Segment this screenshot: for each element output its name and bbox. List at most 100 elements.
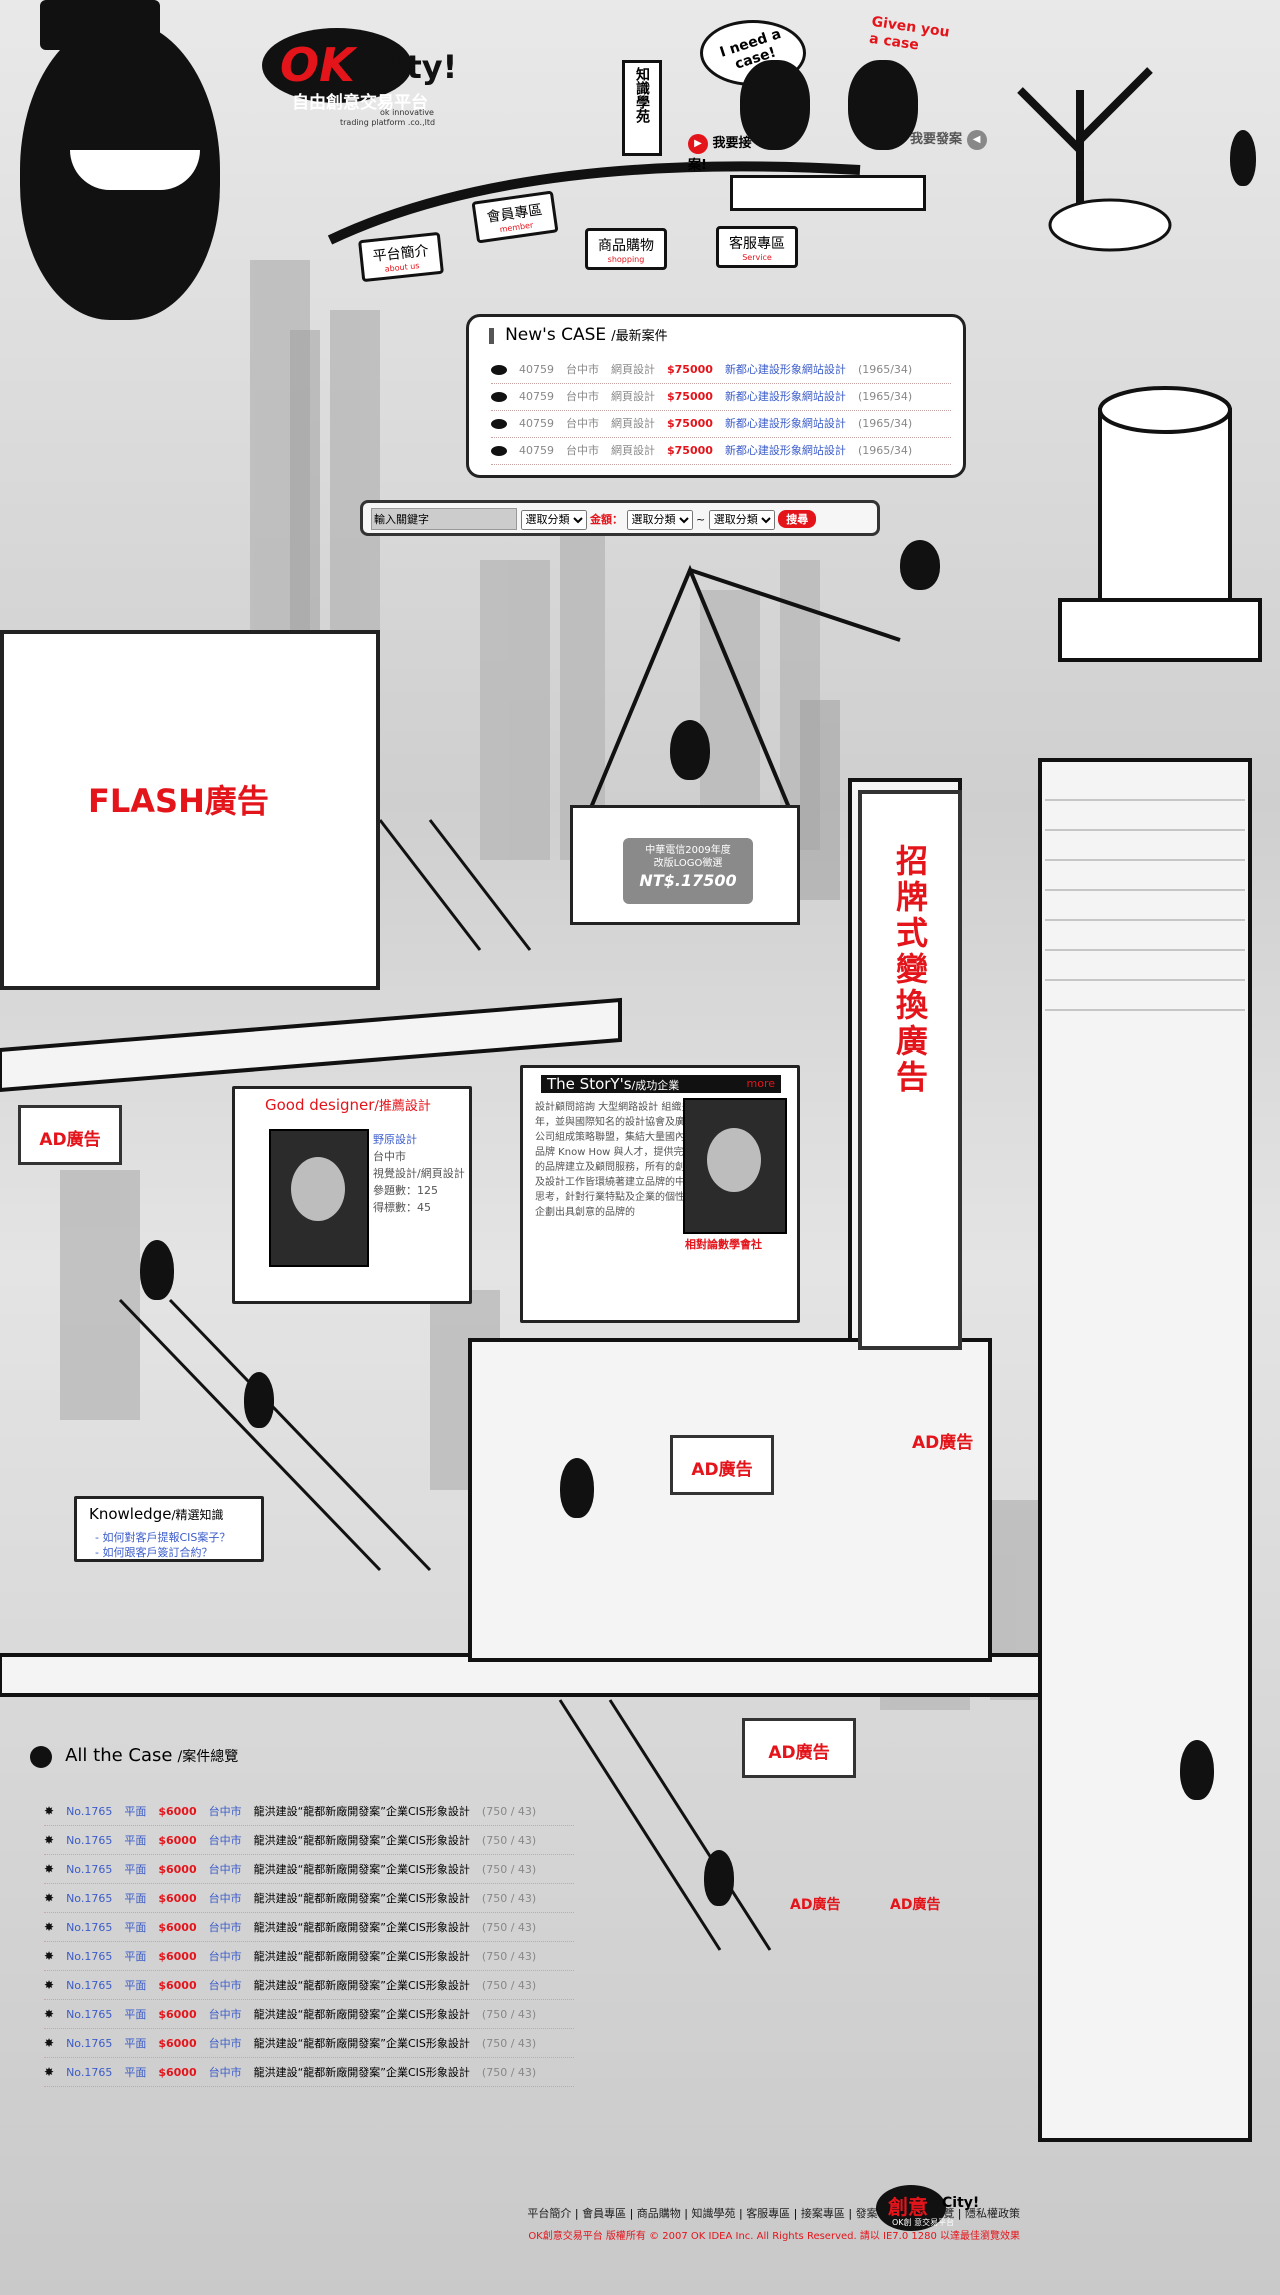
footer-link[interactable]: 會員專區 xyxy=(582,2207,627,2220)
all-case-subtitle: /案件總覽 xyxy=(177,1749,239,1765)
footer-link[interactable]: 隱私權政策 xyxy=(965,2207,1020,2220)
billboard-line2: 改版LOGO徵選 xyxy=(653,858,723,869)
star-icon: ✸ xyxy=(44,1833,55,1847)
vertical-ad-label: 招牌式變換廣告 xyxy=(891,844,929,1096)
ad-banner-left[interactable]: AD廣告 xyxy=(18,1105,122,1165)
knowledge-header: Knowledge/精選知識 xyxy=(89,1505,224,1523)
footer-logo-text: 創意 xyxy=(888,2195,928,2219)
footer-link[interactable]: 平台簡介 xyxy=(527,2207,572,2220)
characters-top xyxy=(740,60,810,150)
play-icon: ▶ xyxy=(688,133,708,154)
flash-ad-banner[interactable]: FLASH廣告 xyxy=(0,630,380,990)
star-icon: ✸ xyxy=(44,1862,55,1876)
news-case-header: New's CASE /最新案件 xyxy=(489,325,668,345)
star-icon: ✸ xyxy=(44,1804,55,1818)
speech-bubble-icon xyxy=(491,419,507,429)
footer-logo[interactable]: 創意 City! OK創 意交易平台 xyxy=(876,2185,986,2235)
good-designer-board[interactable]: Good designer/推薦設計 野原設計 台中市 視覺設計/網頁設計 參題… xyxy=(232,1086,472,1304)
knowledge-flag[interactable]: 知識學苑 xyxy=(622,60,662,156)
character xyxy=(900,540,940,590)
ad-banner-shop[interactable]: AD廣告 xyxy=(670,1435,774,1495)
logo-tagline: 自由創意交易平台 xyxy=(292,93,428,113)
knowledge-q2[interactable]: - 如何跟客戶簽訂合約？ xyxy=(95,1546,213,1559)
post-case-label: 我要接案! xyxy=(688,136,752,173)
nav-shopping-label: 商品購物 xyxy=(598,238,654,254)
ad-banner-right[interactable]: AD廣告 xyxy=(912,1433,974,1453)
billboard-line1: 中華電信2009年度 xyxy=(645,845,731,856)
ad-banner-lower-right[interactable]: AD廣告 xyxy=(890,1897,941,1913)
story-board[interactable]: The StorY's/成功企業 more 設計顧問諮詢 大型網路設計 組織多年… xyxy=(520,1065,800,1323)
platform-sign xyxy=(730,175,926,211)
nav-service-label: 客服專區 xyxy=(729,236,785,252)
nav-shopping-sub: shopping xyxy=(607,255,645,264)
story-photo[interactable] xyxy=(683,1098,787,1234)
magnifier-icon xyxy=(30,1745,52,1768)
vertical-ad-banner[interactable]: 招牌式變換廣告 xyxy=(858,790,962,1350)
nav-service[interactable]: 客服專區 Service xyxy=(716,226,798,268)
character xyxy=(670,720,710,780)
category-select[interactable]: 選取分類 xyxy=(520,509,587,530)
character xyxy=(1180,1740,1214,1800)
footer-link[interactable]: 商品購物 xyxy=(636,2207,681,2220)
give-case-button[interactable]: 我要發案 ◀ xyxy=(910,128,990,162)
crane-billboard[interactable]: 中華電信2009年度 改版LOGO徵選 NT$.17500 xyxy=(570,805,800,925)
mascot-smile xyxy=(70,150,200,190)
nav-service-sub: Service xyxy=(742,253,772,262)
knowledge-q1[interactable]: - 如何對客戶提報CIS案子？ xyxy=(95,1531,231,1544)
nav-about[interactable]: 平台簡介 about us xyxy=(358,231,444,283)
all-case-header: All the Case /案件總覽 xyxy=(30,1745,238,1768)
speech-bubble-icon xyxy=(491,392,507,402)
site-logo[interactable]: OK City! 自由創意交易平台 ok innovative trading … xyxy=(262,28,492,128)
character xyxy=(560,1458,594,1518)
footer-logo-city: City! xyxy=(942,2195,980,2211)
footer-link[interactable]: 接案專區 xyxy=(800,2207,845,2220)
footer-logo-sub: OK創 意交易平台 xyxy=(892,2218,955,2227)
star-icon: ✸ xyxy=(44,1978,55,1992)
news-case-title: New's CASE xyxy=(505,325,607,345)
star-icon: ✸ xyxy=(44,1891,55,1905)
character xyxy=(704,1850,734,1906)
story-text: 設計顧問諮詢 大型網路設計 組織多年，並與國際知名的設計協會及廣告公司組成策略聯… xyxy=(535,1102,695,1218)
story-header: The StorY's/成功企業 more xyxy=(541,1075,781,1093)
designer-name[interactable]: 野原設計 xyxy=(373,1133,417,1146)
billboard-panel: 中華電信2009年度 改版LOGO徵選 NT$.17500 xyxy=(623,838,753,904)
keyword-input[interactable] xyxy=(371,508,517,530)
story-more-link[interactable]: more xyxy=(746,1077,776,1090)
star-icon: ✸ xyxy=(44,1920,55,1934)
star-icon: ✸ xyxy=(44,2036,55,2050)
nav-shopping[interactable]: 商品購物 shopping xyxy=(585,228,667,270)
ad-banner-lower-left[interactable]: AD廣告 xyxy=(790,1897,841,1913)
search-bar: 選取分類 金額： 選取分類 ~ 選取分類 搜尋 xyxy=(360,500,880,536)
star-icon: ✸ xyxy=(44,2007,55,2021)
designer-photo[interactable] xyxy=(269,1129,369,1267)
post-case-button[interactable]: ▶ 我要接案! xyxy=(688,132,768,173)
speech-bubble-icon xyxy=(491,446,507,456)
footer-link[interactable]: 客服專區 xyxy=(746,2207,791,2220)
mascot-hat xyxy=(40,0,160,50)
search-button[interactable]: 搜尋 xyxy=(778,510,817,528)
amount-from-select[interactable]: 選取分類 xyxy=(626,509,693,530)
knowledge-board[interactable]: Knowledge/精選知識 - 如何對客戶提報CIS案子？ - 如何跟客戶簽訂… xyxy=(74,1496,264,1562)
ad-banner-lower[interactable]: AD廣告 xyxy=(742,1718,856,1778)
logo-ok-text: OK xyxy=(280,38,355,92)
amount-to-select[interactable]: 選取分類 xyxy=(708,509,775,530)
designer-info: 野原設計 台中市 視覺設計/網頁設計 參題數：125 得標數：45 xyxy=(373,1133,465,1214)
footer-link[interactable]: 知識學苑 xyxy=(691,2207,736,2220)
story-caption: 相對論數學會社 xyxy=(685,1238,762,1251)
